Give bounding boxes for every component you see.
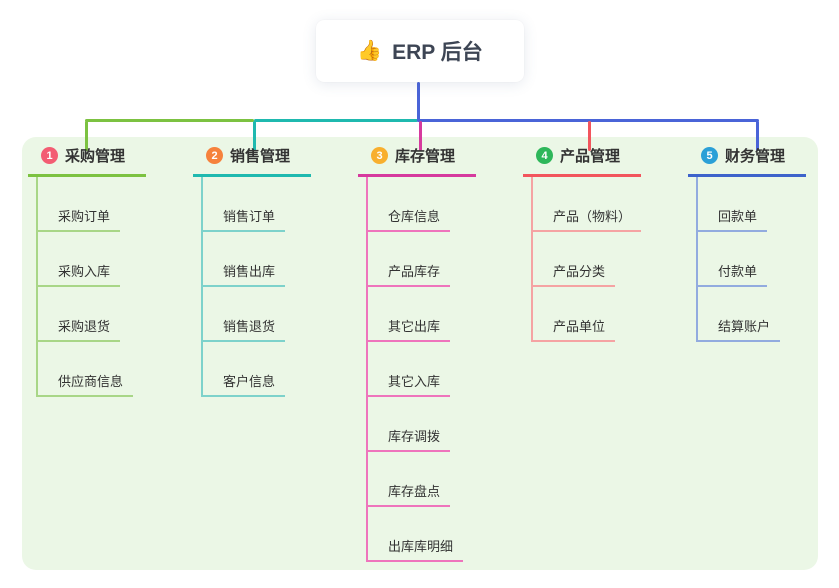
child-node[interactable]: 产品（物料） bbox=[533, 206, 642, 232]
branch-node[interactable]: 4 产品管理 bbox=[523, 137, 641, 177]
child-row: 产品库存 bbox=[368, 232, 476, 287]
branch-column: 3 库存管理 仓库信息产品库存其它出库其它入库库存调拨库存盘点出库库明细 bbox=[358, 137, 476, 562]
child-node[interactable]: 销售退货 bbox=[203, 316, 286, 342]
child-node[interactable]: 库存盘点 bbox=[368, 481, 451, 507]
child-node[interactable]: 销售出库 bbox=[203, 261, 286, 287]
child-node[interactable]: 客户信息 bbox=[203, 371, 286, 397]
child-node[interactable]: 回款单 bbox=[698, 206, 768, 232]
child-node[interactable]: 库存调拨 bbox=[368, 426, 451, 452]
child-node[interactable]: 采购退货 bbox=[38, 316, 121, 342]
child-row: 回款单 bbox=[698, 177, 806, 232]
branch-number-badge: 2 bbox=[206, 147, 223, 164]
connector-branch-drop bbox=[85, 121, 88, 151]
child-row: 销售订单 bbox=[203, 177, 311, 232]
branch-title: 采购管理 bbox=[65, 148, 126, 165]
connector-root-stem bbox=[417, 82, 420, 122]
connector-branch-drop bbox=[419, 121, 422, 151]
branch-number-badge: 3 bbox=[371, 147, 388, 164]
child-node[interactable]: 销售订单 bbox=[203, 206, 286, 232]
branch-children: 回款单付款单结算账户 bbox=[696, 177, 806, 342]
branch-node[interactable]: 2 销售管理 bbox=[193, 137, 311, 177]
child-row: 采购退货 bbox=[38, 287, 146, 342]
child-node[interactable]: 采购入库 bbox=[38, 261, 121, 287]
root-node-label: ERP 后台 bbox=[392, 41, 483, 64]
root-node[interactable]: 👍 ERP 后台 bbox=[316, 20, 524, 82]
child-row: 库存盘点 bbox=[368, 452, 476, 507]
child-row: 产品分类 bbox=[533, 232, 641, 287]
branch-number-badge: 5 bbox=[701, 147, 718, 164]
child-node[interactable]: 仓库信息 bbox=[368, 206, 451, 232]
connector-bus-segment bbox=[418, 119, 759, 122]
branch-title: 库存管理 bbox=[395, 148, 456, 165]
branch-children: 仓库信息产品库存其它出库其它入库库存调拨库存盘点出库库明细 bbox=[366, 177, 476, 562]
child-node[interactable]: 采购订单 bbox=[38, 206, 121, 232]
connector-bus-segment bbox=[254, 119, 418, 122]
connector-branch-drop bbox=[588, 121, 591, 151]
child-row: 结算账户 bbox=[698, 287, 806, 342]
child-row: 采购入库 bbox=[38, 232, 146, 287]
child-row: 其它入库 bbox=[368, 342, 476, 397]
connector-bus-segment bbox=[85, 119, 254, 122]
branch-column: 5 财务管理 回款单付款单结算账户 bbox=[688, 137, 806, 342]
child-row: 其它出库 bbox=[368, 287, 476, 342]
branch-children: 采购订单采购入库采购退货供应商信息 bbox=[36, 177, 146, 397]
branch-column: 1 采购管理 采购订单采购入库采购退货供应商信息 bbox=[28, 137, 146, 397]
branch-children: 产品（物料） 产品分类产品单位 bbox=[531, 177, 642, 342]
child-node[interactable]: 结算账户 bbox=[698, 316, 781, 342]
child-node[interactable]: 产品库存 bbox=[368, 261, 451, 287]
child-node[interactable]: 其它入库 bbox=[368, 371, 451, 397]
branch-title: 财务管理 bbox=[725, 148, 786, 165]
child-row: 采购订单 bbox=[38, 177, 146, 232]
branch-node[interactable]: 5 财务管理 bbox=[688, 137, 806, 177]
child-node[interactable]: 产品分类 bbox=[533, 261, 616, 287]
child-node[interactable]: 产品单位 bbox=[533, 316, 616, 342]
child-row: 供应商信息 bbox=[38, 342, 146, 397]
child-row: 产品（物料） bbox=[533, 177, 642, 232]
child-row: 仓库信息 bbox=[368, 177, 476, 232]
child-row: 销售退货 bbox=[203, 287, 311, 342]
child-row: 产品单位 bbox=[533, 287, 641, 342]
child-node[interactable]: 其它出库 bbox=[368, 316, 451, 342]
branch-title: 销售管理 bbox=[230, 148, 291, 165]
branch-title: 产品管理 bbox=[560, 148, 621, 165]
branch-number-badge: 1 bbox=[41, 147, 58, 164]
thumbs-up-icon: 👍 bbox=[357, 40, 383, 62]
child-node[interactable]: 付款单 bbox=[698, 261, 768, 287]
child-row: 客户信息 bbox=[203, 342, 311, 397]
connector-branch-drop bbox=[253, 121, 256, 151]
branch-column: 2 销售管理 销售订单销售出库销售退货客户信息 bbox=[193, 137, 311, 397]
mindmap-group-panel bbox=[22, 137, 818, 570]
branch-number-badge: 4 bbox=[536, 147, 553, 164]
branch-node[interactable]: 1 采购管理 bbox=[28, 137, 146, 177]
connector-branch-drop bbox=[756, 121, 759, 151]
child-node[interactable]: 供应商信息 bbox=[38, 371, 134, 397]
child-row: 出库库明细 bbox=[368, 507, 476, 562]
child-row: 库存调拨 bbox=[368, 397, 476, 452]
branch-children: 销售订单销售出库销售退货客户信息 bbox=[201, 177, 311, 397]
child-node[interactable]: 出库库明细 bbox=[368, 536, 464, 562]
branch-node[interactable]: 3 库存管理 bbox=[358, 137, 476, 177]
branch-column: 4 产品管理 产品（物料） 产品分类产品单位 bbox=[523, 137, 642, 342]
child-row: 付款单 bbox=[698, 232, 806, 287]
child-row: 销售出库 bbox=[203, 232, 311, 287]
